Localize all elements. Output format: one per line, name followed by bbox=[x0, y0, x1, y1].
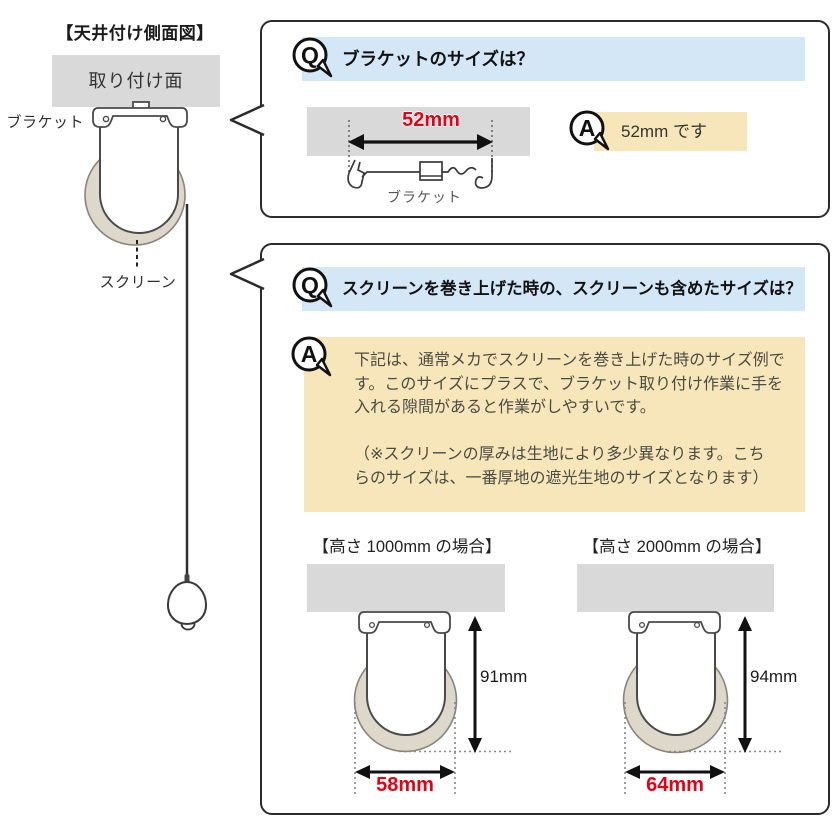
bracket-profile bbox=[358, 611, 451, 634]
case-2000-title: 【高さ 2000mm の場合】 bbox=[582, 538, 772, 556]
case-1000-height-dimension: 91mm bbox=[480, 667, 528, 686]
question-text: スクリーンを巻き上げた時の、スクリーンも含めたサイズは？ bbox=[342, 280, 802, 298]
svg-text:A: A bbox=[579, 115, 596, 141]
answer-banner: 52mm です bbox=[594, 112, 747, 151]
bracket-hook-left bbox=[638, 621, 646, 629]
case-1000-width-dimension: 58mm bbox=[376, 774, 434, 796]
bracket-width-dimension: 52mm bbox=[402, 109, 460, 131]
callout-tail bbox=[229, 103, 265, 137]
bracket-label: ブラケット bbox=[6, 114, 84, 131]
ceiling-panel bbox=[577, 564, 774, 612]
height-arrow-head-top bbox=[738, 616, 752, 631]
mechanism-body bbox=[366, 617, 446, 736]
bracket-hook-right bbox=[423, 621, 431, 629]
cord-bead bbox=[184, 574, 190, 583]
width-arrow-head-left bbox=[355, 765, 370, 779]
side-view-title: 【天井付け側面図】 bbox=[56, 24, 214, 43]
height-arrow-head-top bbox=[468, 616, 482, 631]
case-2000-drawing bbox=[622, 611, 782, 797]
width-arrow-head-right bbox=[440, 765, 455, 779]
question-banner: ブラケットのサイズは？ bbox=[302, 37, 805, 81]
roller-mechanism-drawing bbox=[84, 101, 208, 631]
mounting-surface-label: 取り付け面 bbox=[88, 71, 184, 91]
case-2000-height-dimension: 94mm bbox=[750, 667, 798, 686]
a-bubble-icon: A bbox=[291, 336, 332, 377]
height-arrow-head-bottom bbox=[468, 738, 482, 753]
bracket-hook-left bbox=[368, 621, 376, 629]
pull-handle bbox=[166, 580, 208, 626]
mechanism-body bbox=[99, 110, 179, 234]
bracket-profile bbox=[92, 107, 188, 128]
svg-text:Q: Q bbox=[301, 42, 319, 68]
bracket-hook-left bbox=[102, 115, 110, 123]
bracket-hook-right bbox=[159, 115, 167, 123]
qa-box-rolled-size: スクリーンを巻き上げた時の、スクリーンも含めたサイズは？ Q 下記は、通常メカで… bbox=[229, 243, 830, 815]
question-banner: スクリーンを巻き上げた時の、スクリーンも含めたサイズは？ bbox=[302, 267, 805, 311]
width-arrow-head-right bbox=[477, 134, 493, 150]
answer-paragraph: 下記は、通常メカでスクリーンを巻き上げた時のサイズ例で す。このサイズにプラスで… bbox=[354, 352, 785, 487]
screen-label: スクリーン bbox=[99, 274, 177, 291]
height-arrow-head-bottom bbox=[738, 738, 752, 753]
qa-box-bracket-size: ブラケットのサイズは？ Q 52mm ブラケット 52mm です bbox=[229, 20, 830, 218]
callout-tail bbox=[229, 257, 265, 291]
ceiling-panel bbox=[307, 564, 505, 612]
case-1000-drawing bbox=[353, 611, 512, 797]
answer-panel bbox=[304, 337, 805, 512]
bracket-hook-right bbox=[693, 621, 701, 629]
width-arrow-head-left bbox=[625, 765, 640, 779]
bracket-cross-section-drawing bbox=[347, 120, 493, 189]
case-2000-width-dimension: 64mm bbox=[646, 774, 704, 796]
a-bubble-icon: A bbox=[569, 110, 610, 151]
mechanism-body bbox=[636, 617, 716, 736]
bracket-profile bbox=[628, 611, 721, 634]
case-1000-title: 【高さ 1000mm の場合】 bbox=[312, 538, 502, 556]
bracket-caption: ブラケット bbox=[387, 189, 462, 205]
q-bubble-icon: Q bbox=[292, 37, 333, 78]
svg-text:Q: Q bbox=[301, 272, 319, 298]
q-bubble-icon: Q bbox=[292, 267, 333, 308]
svg-text:A: A bbox=[301, 341, 318, 367]
width-arrow-head-right bbox=[710, 765, 725, 779]
answer-text: 52mm です bbox=[621, 122, 707, 141]
question-text: ブラケットのサイズは？ bbox=[342, 49, 534, 69]
mounting-surface-panel: 取り付け面 bbox=[52, 55, 220, 107]
width-arrow-head-left bbox=[348, 134, 364, 150]
